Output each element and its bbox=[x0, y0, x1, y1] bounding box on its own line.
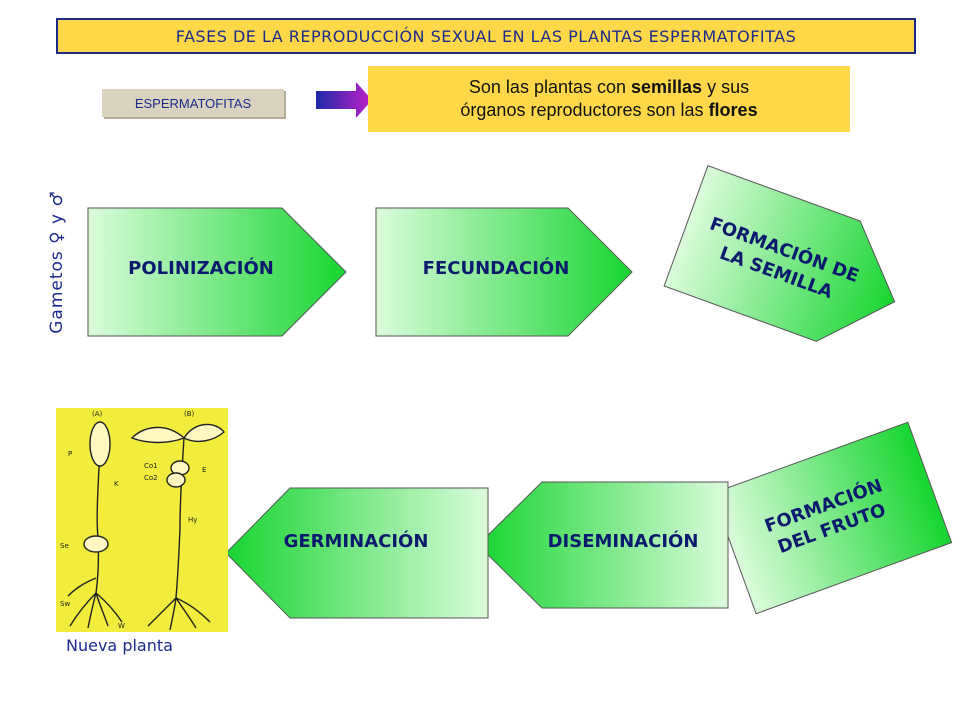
plant-label: Co2 bbox=[144, 474, 158, 482]
plant-germination-image: (A) (B) P K Co1 Co2 E Hy Se Sw W bbox=[56, 408, 228, 632]
gametos-label: Gametos ♀ y ♂ bbox=[47, 190, 67, 334]
definition-line-1: Son las plantas con semillas y sus bbox=[468, 77, 750, 97]
phase-germinacion-shape bbox=[225, 487, 489, 619]
phase-polinizacion-shape bbox=[87, 207, 347, 337]
phase-diseminacion-shape bbox=[477, 481, 729, 609]
phase-formacion-semilla-shape bbox=[663, 165, 896, 342]
plant-label: Hy bbox=[188, 516, 197, 524]
phase-polinizacion-label: POLINIZACIÓN bbox=[128, 258, 274, 279]
plant-label: Sw bbox=[60, 600, 70, 608]
plant-label: Co1 bbox=[144, 462, 158, 470]
plant-label: (A) bbox=[92, 410, 103, 418]
plant-label: E bbox=[202, 466, 206, 474]
arrow-right-icon bbox=[316, 82, 372, 118]
phase-fecundacion-shape bbox=[375, 207, 633, 337]
phase-germinacion-label: GERMINACIÓN bbox=[283, 531, 429, 552]
plant-label: W bbox=[118, 622, 125, 630]
phase-fecundacion-label: FECUNDACIÓN bbox=[422, 258, 570, 279]
phase-diseminacion-label: DISEMINACIÓN bbox=[547, 531, 699, 552]
definition-box: Son las plantas con semillas y sus órgan… bbox=[368, 66, 850, 132]
plant-label: (B) bbox=[184, 410, 195, 418]
espermatofitas-label: ESPERMATOFITAS bbox=[102, 89, 284, 117]
plant-label: K bbox=[114, 480, 119, 488]
phase-formacion-fruto-shape bbox=[711, 421, 953, 615]
plant-caption: Nueva planta bbox=[66, 636, 173, 655]
plant-label: P bbox=[68, 450, 72, 458]
definition-line-2: órganos reproductores son las flores bbox=[460, 100, 758, 120]
page-title: FASES DE LA REPRODUCCIÓN SEXUAL EN LAS P… bbox=[56, 18, 916, 54]
plant-label: Se bbox=[60, 542, 69, 550]
